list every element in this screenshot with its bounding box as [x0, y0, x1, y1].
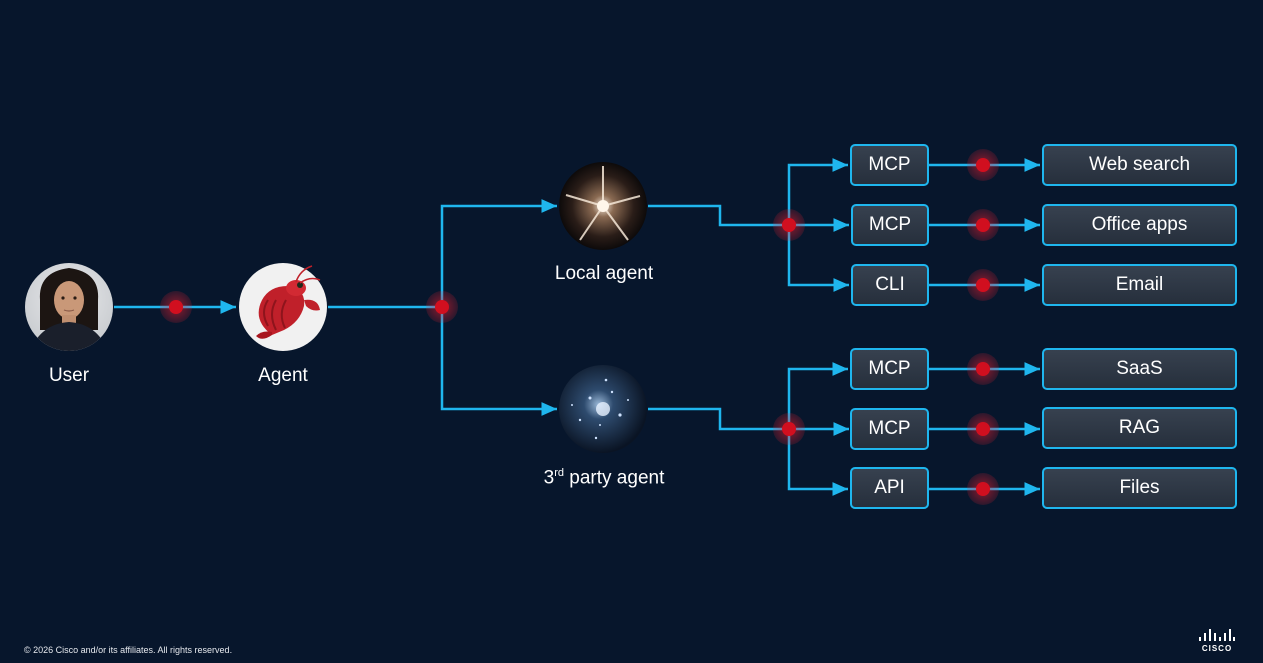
local-agent-icon: [559, 162, 647, 250]
connector-local-1: [787, 158, 848, 225]
target-box-files: Files: [1042, 467, 1237, 509]
protocol-box-cli: CLI: [851, 264, 929, 306]
third-party-agent-label-prefix: 3: [543, 467, 555, 489]
checkpoint-dot: [967, 413, 999, 445]
connector-third-1: [787, 362, 848, 429]
checkpoint-dot: [967, 209, 999, 241]
connector-local-3: [787, 225, 849, 292]
cisco-logo: CISCO: [1197, 629, 1237, 653]
target-box-saas: SaaS: [1042, 348, 1237, 390]
third-party-agent-label: 3rd party agent: [544, 467, 665, 489]
agent-label: Agent: [258, 365, 308, 386]
target-box-office-apps: Office apps: [1042, 204, 1237, 246]
checkpoint-dot: [160, 291, 192, 323]
user-label: User: [48, 365, 90, 386]
copyright-footer: © 2026 Cisco and/or its affiliates. All …: [24, 645, 233, 655]
checkpoint-dot: [967, 149, 999, 181]
checkpoint-dot: [967, 353, 999, 385]
connector-third-out: [648, 407, 789, 431]
cisco-logo-text: CISCO: [1201, 644, 1233, 653]
connector-third-3: [787, 429, 848, 496]
checkpoint-dot: [967, 269, 999, 301]
third-party-agent-label-suffix: party agent: [564, 467, 665, 489]
local-agent-label: Local agent: [554, 263, 654, 284]
checkpoints: [160, 149, 999, 505]
target-box-rag: RAG: [1042, 407, 1237, 449]
connector-local-out: [648, 204, 789, 227]
shrimp-icon: [239, 263, 327, 351]
target-box-web-search: Web search: [1042, 144, 1237, 186]
checkpoint-dot: [426, 291, 458, 323]
connector-to-third-party-agent: [440, 307, 557, 416]
user-avatar: [25, 263, 113, 351]
protocol-box-mcp: MCP: [851, 204, 929, 246]
third-party-agent-icon: [559, 365, 647, 453]
third-party-agent-label-sup: rd: [554, 467, 565, 479]
checkpoint-dot: [967, 473, 999, 505]
protocol-box-mcp: MCP: [850, 408, 929, 450]
protocol-box-mcp: MCP: [850, 348, 929, 390]
cisco-logo-bars: [1199, 629, 1235, 641]
checkpoint-dot: [773, 413, 805, 445]
connector-to-local-agent: [440, 199, 557, 307]
checkpoint-dot: [773, 209, 805, 241]
target-box-email: Email: [1042, 264, 1237, 306]
protocol-box-mcp: MCP: [850, 144, 929, 186]
protocol-box-api: API: [850, 467, 929, 509]
